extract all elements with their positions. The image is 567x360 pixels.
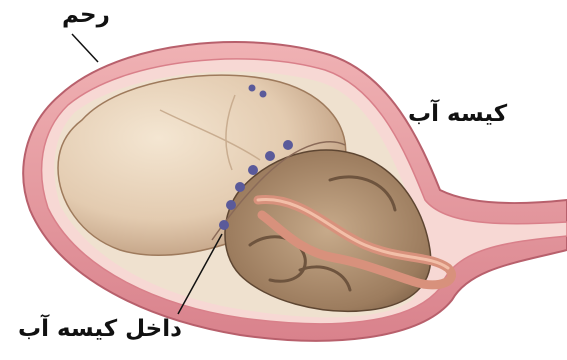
inside-amniotic-sac-label: داخل کیسه آب (18, 318, 182, 341)
dot (226, 200, 236, 210)
dot (248, 165, 258, 175)
dot (265, 151, 275, 161)
amniotic-sac-label: کیسه آب (408, 103, 507, 126)
dot (283, 140, 293, 150)
dot (249, 85, 256, 92)
dot (219, 220, 229, 230)
dot (235, 182, 245, 192)
dot (260, 91, 267, 98)
uterus-leader (72, 34, 98, 62)
uterus-label: رحم (62, 4, 110, 27)
